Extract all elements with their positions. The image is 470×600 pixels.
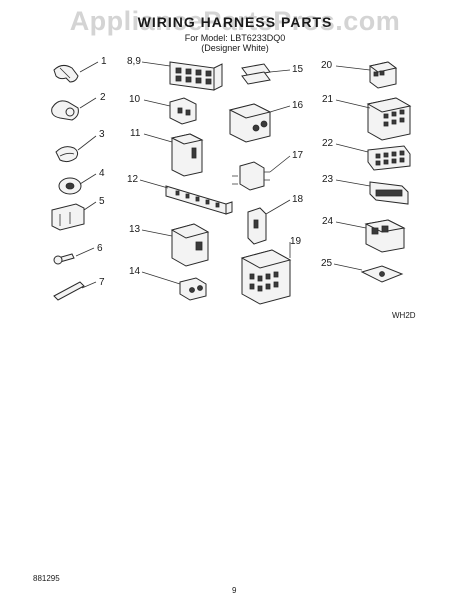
part-4-grommet xyxy=(58,177,82,195)
label-part-5: 5 xyxy=(99,196,105,207)
part-1-clip xyxy=(53,64,79,83)
label-part-12: 12 xyxy=(127,174,139,185)
part-20-connector xyxy=(368,61,398,89)
label-part-4: 4 xyxy=(99,168,105,179)
part-19-multi-connector xyxy=(240,249,292,305)
label-part-6: 6 xyxy=(97,243,103,254)
label-part-17: 17 xyxy=(292,150,304,161)
part-15-terminal xyxy=(241,63,271,85)
label-part-23: 23 xyxy=(322,174,334,185)
part-24-housing xyxy=(364,219,406,253)
part-12-strip-connector xyxy=(165,185,233,215)
label-part-21: 21 xyxy=(322,94,334,105)
diagram-code: WH2D xyxy=(392,311,416,320)
label-part-14: 14 xyxy=(129,266,141,277)
part-14-plug xyxy=(179,277,207,301)
part-2-clamp xyxy=(51,100,79,121)
page-title: WIRING HARNESS PARTS xyxy=(137,14,333,30)
part-25-plate xyxy=(360,265,404,283)
label-part-25: 25 xyxy=(321,258,333,269)
color-line: (Designer White) xyxy=(201,43,269,53)
part-22-connector xyxy=(367,145,411,171)
part-16-connector xyxy=(228,103,272,143)
label-part-1: 1 xyxy=(101,56,107,67)
part-6-screw xyxy=(53,253,75,265)
footer-page-number: 9 xyxy=(232,586,237,595)
footer-doc-number: 881295 xyxy=(33,574,60,583)
label-part-18: 18 xyxy=(292,194,304,205)
label-part-8-9: 8,9 xyxy=(127,56,141,67)
leader-lines xyxy=(75,61,371,289)
part-23-connector xyxy=(369,181,409,205)
part-13-housing xyxy=(170,223,210,267)
watermark: AppliancePartsPros.com xyxy=(69,6,401,36)
label-part-20: 20 xyxy=(321,60,333,71)
label-part-16: 16 xyxy=(292,100,304,111)
model-line: For Model: LBT6233DQ0 xyxy=(184,33,286,43)
label-part-24: 24 xyxy=(322,216,334,227)
label-part-15: 15 xyxy=(292,64,304,75)
part-8-9-connector xyxy=(169,61,223,91)
part-10-connector xyxy=(169,97,197,125)
label-part-19: 19 xyxy=(290,236,302,247)
label-part-3: 3 xyxy=(99,129,105,140)
part-21-block xyxy=(366,97,412,141)
label-part-22: 22 xyxy=(322,138,334,149)
label-part-2: 2 xyxy=(100,92,106,103)
part-18-connector xyxy=(247,207,267,245)
label-part-10: 10 xyxy=(129,94,141,105)
part-3-tie xyxy=(55,146,79,163)
label-part-13: 13 xyxy=(129,224,141,235)
label-part-7: 7 xyxy=(99,277,105,288)
part-labels: 1 2 3 4 5 6 7 8,9 10 11 12 13 14 15 16 1… xyxy=(97,56,334,288)
part-11-housing xyxy=(170,133,204,177)
part-7-strip xyxy=(53,281,85,301)
part-5-bracket xyxy=(51,203,85,231)
part-17-terminal-block xyxy=(232,161,270,191)
label-part-11: 11 xyxy=(130,128,141,139)
